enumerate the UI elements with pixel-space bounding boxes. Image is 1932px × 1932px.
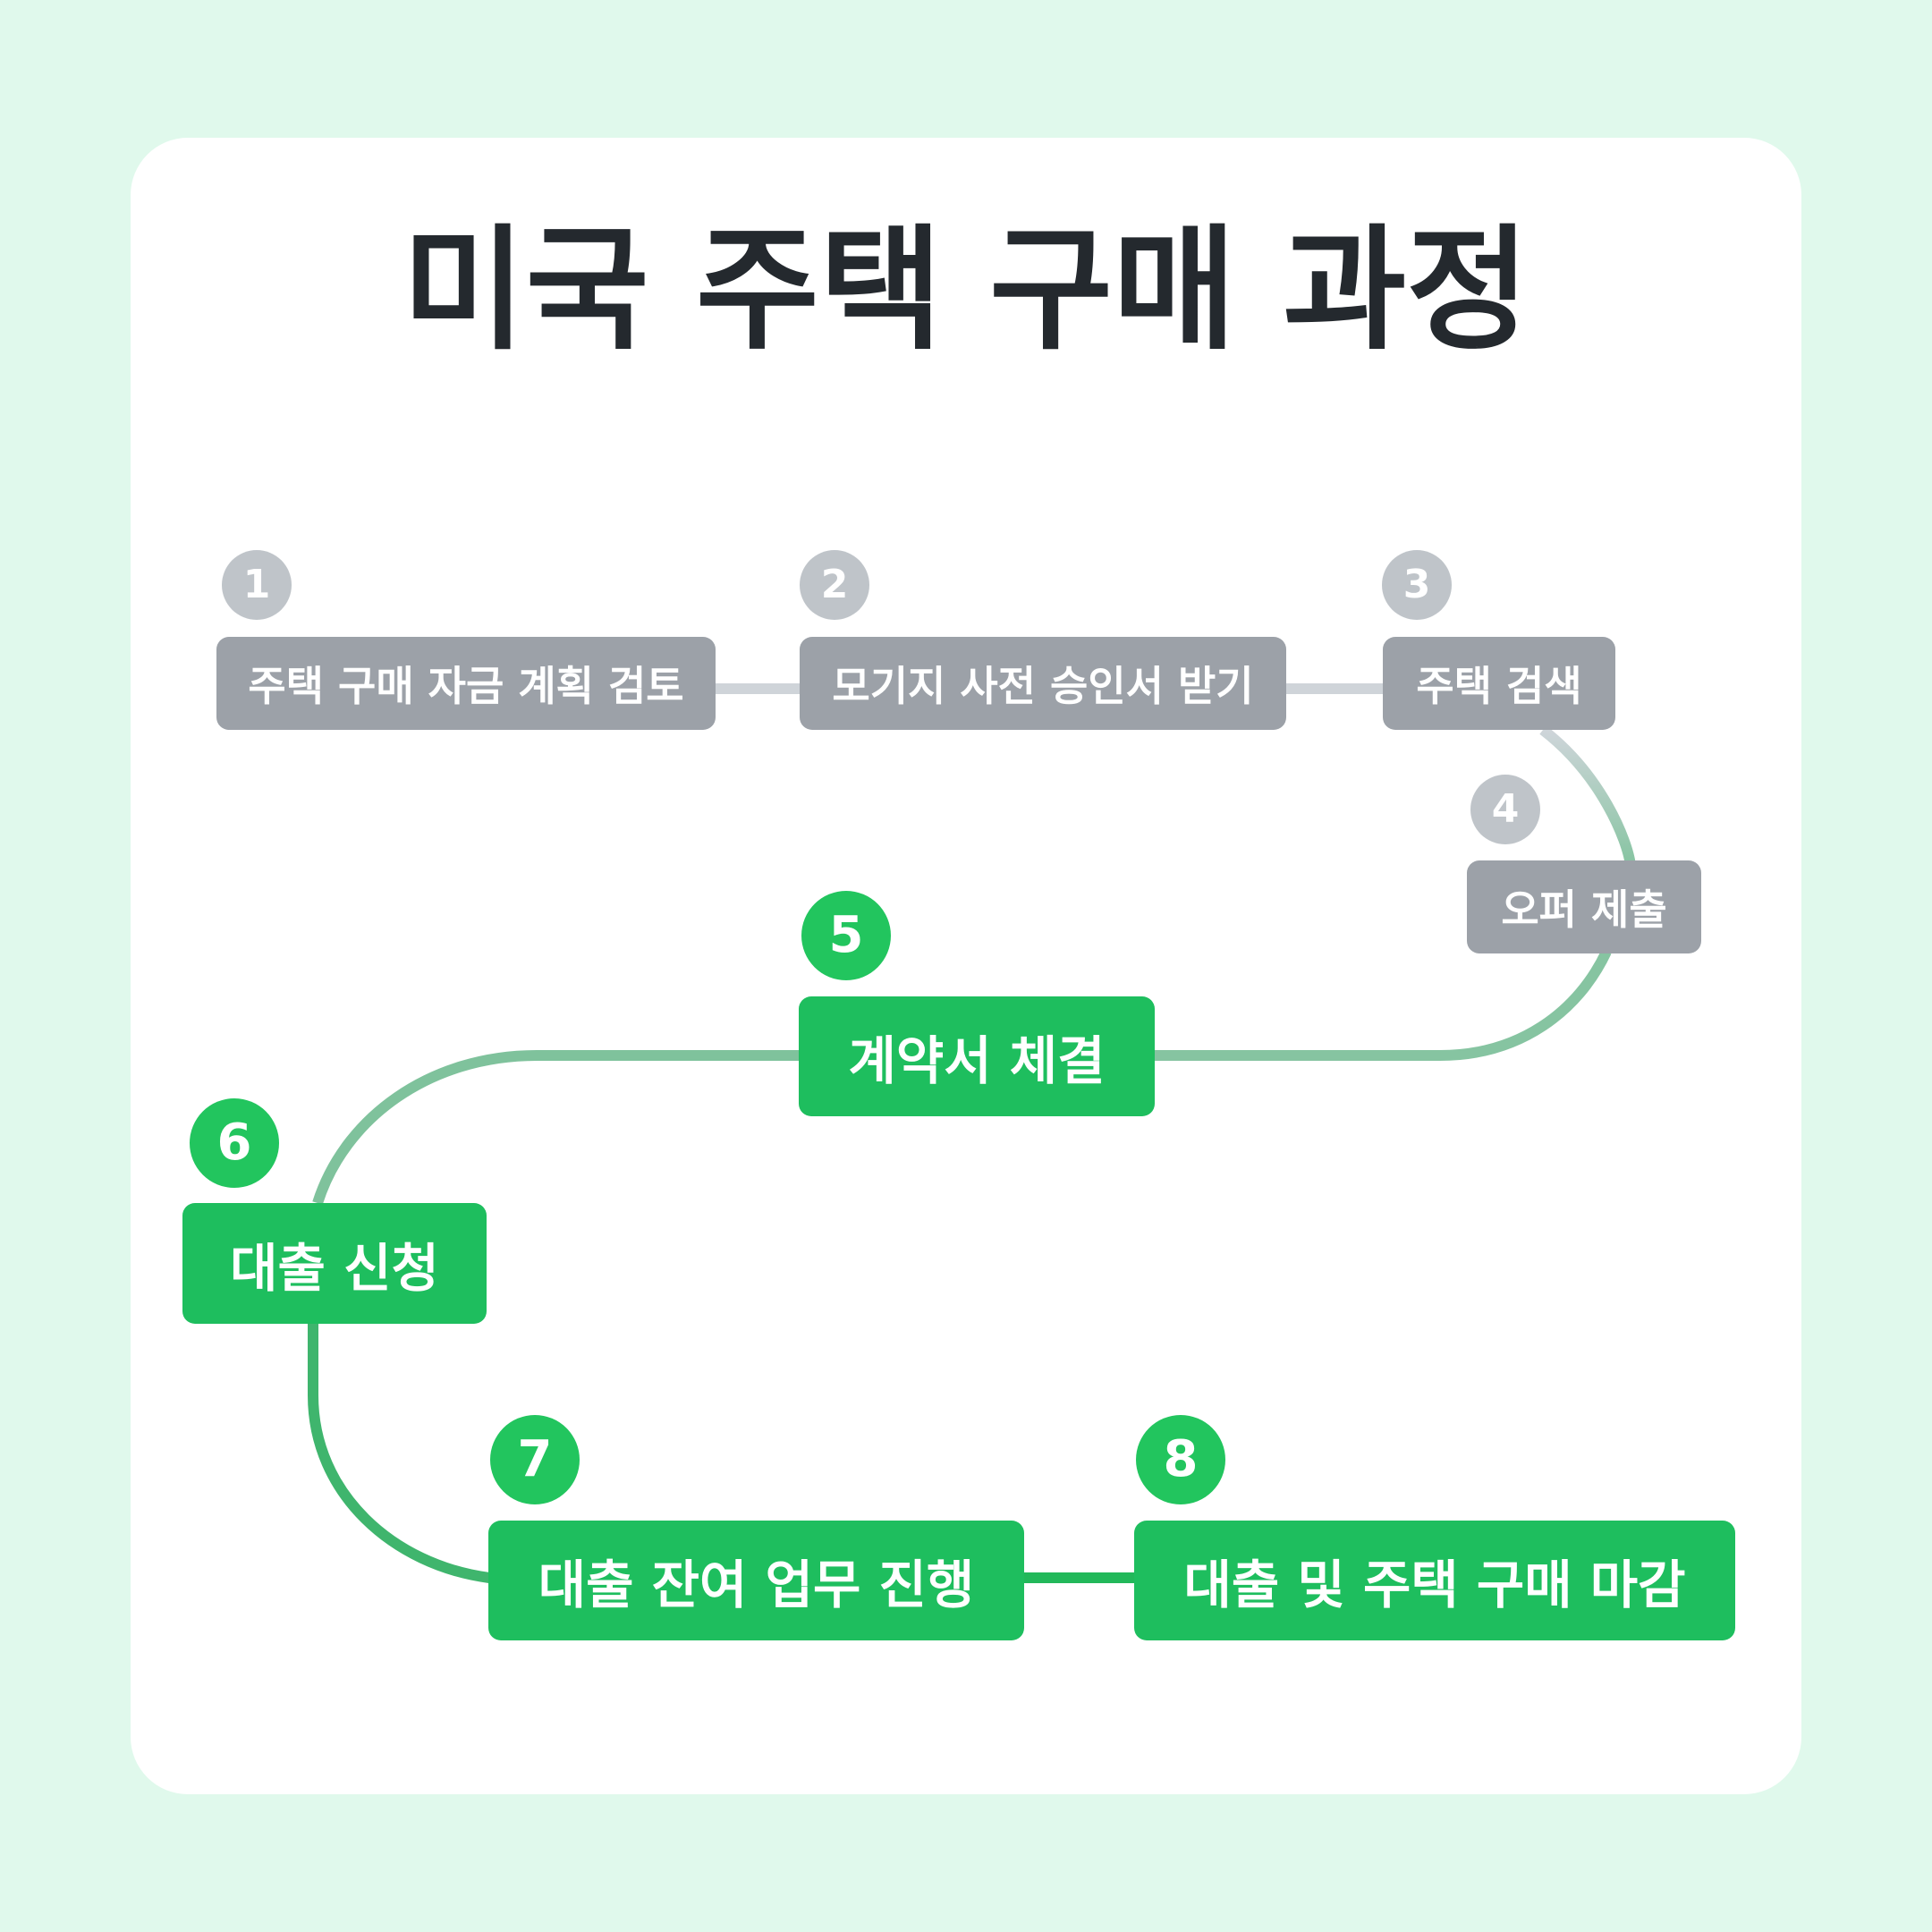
step-7-box[interactable]: 대출 잔여 업무 진행 [488,1521,1024,1640]
step-6-box[interactable]: 대출 신청 [182,1203,487,1324]
content-card [131,138,1801,1794]
step-7-number: 7 [490,1415,580,1504]
step-5-box[interactable]: 계약서 체결 [799,996,1155,1116]
step-4-box[interactable]: 오퍼 제출 [1467,860,1701,953]
step-2-box[interactable]: 모기지 사전 승인서 받기 [800,637,1286,730]
connector-6-7 [308,1324,490,1583]
connector-3-4 [1539,725,1636,867]
step-3-number: 3 [1382,550,1452,620]
step-2-number: 2 [800,550,869,620]
step-8-box[interactable]: 대출 및 주택 구매 마감 [1134,1521,1735,1640]
step-3-box[interactable]: 주택 검색 [1383,637,1615,730]
connector-5-6 [312,1050,800,1205]
connector-4-5 [1154,949,1612,1061]
step-4-number: 4 [1470,775,1540,844]
step-1-box[interactable]: 주택 구매 자금 계획 검토 [216,637,716,730]
step-6-number: 6 [190,1098,279,1188]
step-8-number: 8 [1136,1415,1225,1504]
step-1-number: 1 [222,550,292,620]
page-title: 미국 주택 구매 과정 [402,213,1530,369]
step-5-number: 5 [801,891,891,980]
